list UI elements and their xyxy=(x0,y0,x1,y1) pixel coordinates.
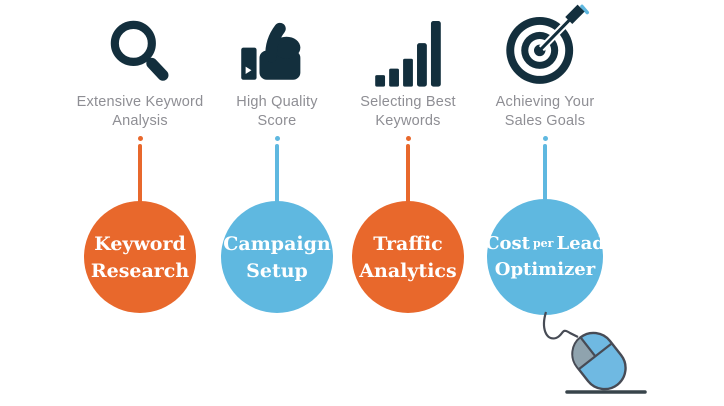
connector-dot xyxy=(137,136,143,141)
circle-keyword-research: Keyword Research xyxy=(84,201,196,313)
connector-line xyxy=(406,144,410,204)
connector-dot xyxy=(405,136,411,141)
thumbs-up-icon xyxy=(192,4,362,90)
circle-traffic-analytics: Traffic Analytics xyxy=(352,201,464,313)
connector-line xyxy=(138,144,142,204)
connector-line xyxy=(275,144,279,204)
column-campaign-setup: High Quality Score Campaign Setup xyxy=(192,0,362,406)
step-label: Selecting Best Keywords xyxy=(360,94,456,129)
connector-dot xyxy=(274,136,280,141)
column-keyword-research: Extensive Keyword Analysis Keyword Resea… xyxy=(55,0,225,406)
step-label: Achieving Your Sales Goals xyxy=(495,94,595,129)
bar-chart-icon xyxy=(323,4,493,90)
column-traffic-analytics: Selecting Best Keywords Traffic Analytic… xyxy=(323,0,493,406)
step-label: High Quality Score xyxy=(236,94,318,129)
step-label: Extensive Keyword Analysis xyxy=(76,94,204,129)
target-icon xyxy=(460,4,630,90)
search-icon xyxy=(55,4,225,90)
connector-dot xyxy=(542,136,548,141)
circle-campaign-setup: Campaign Setup xyxy=(221,201,333,313)
connector-line xyxy=(543,144,547,204)
